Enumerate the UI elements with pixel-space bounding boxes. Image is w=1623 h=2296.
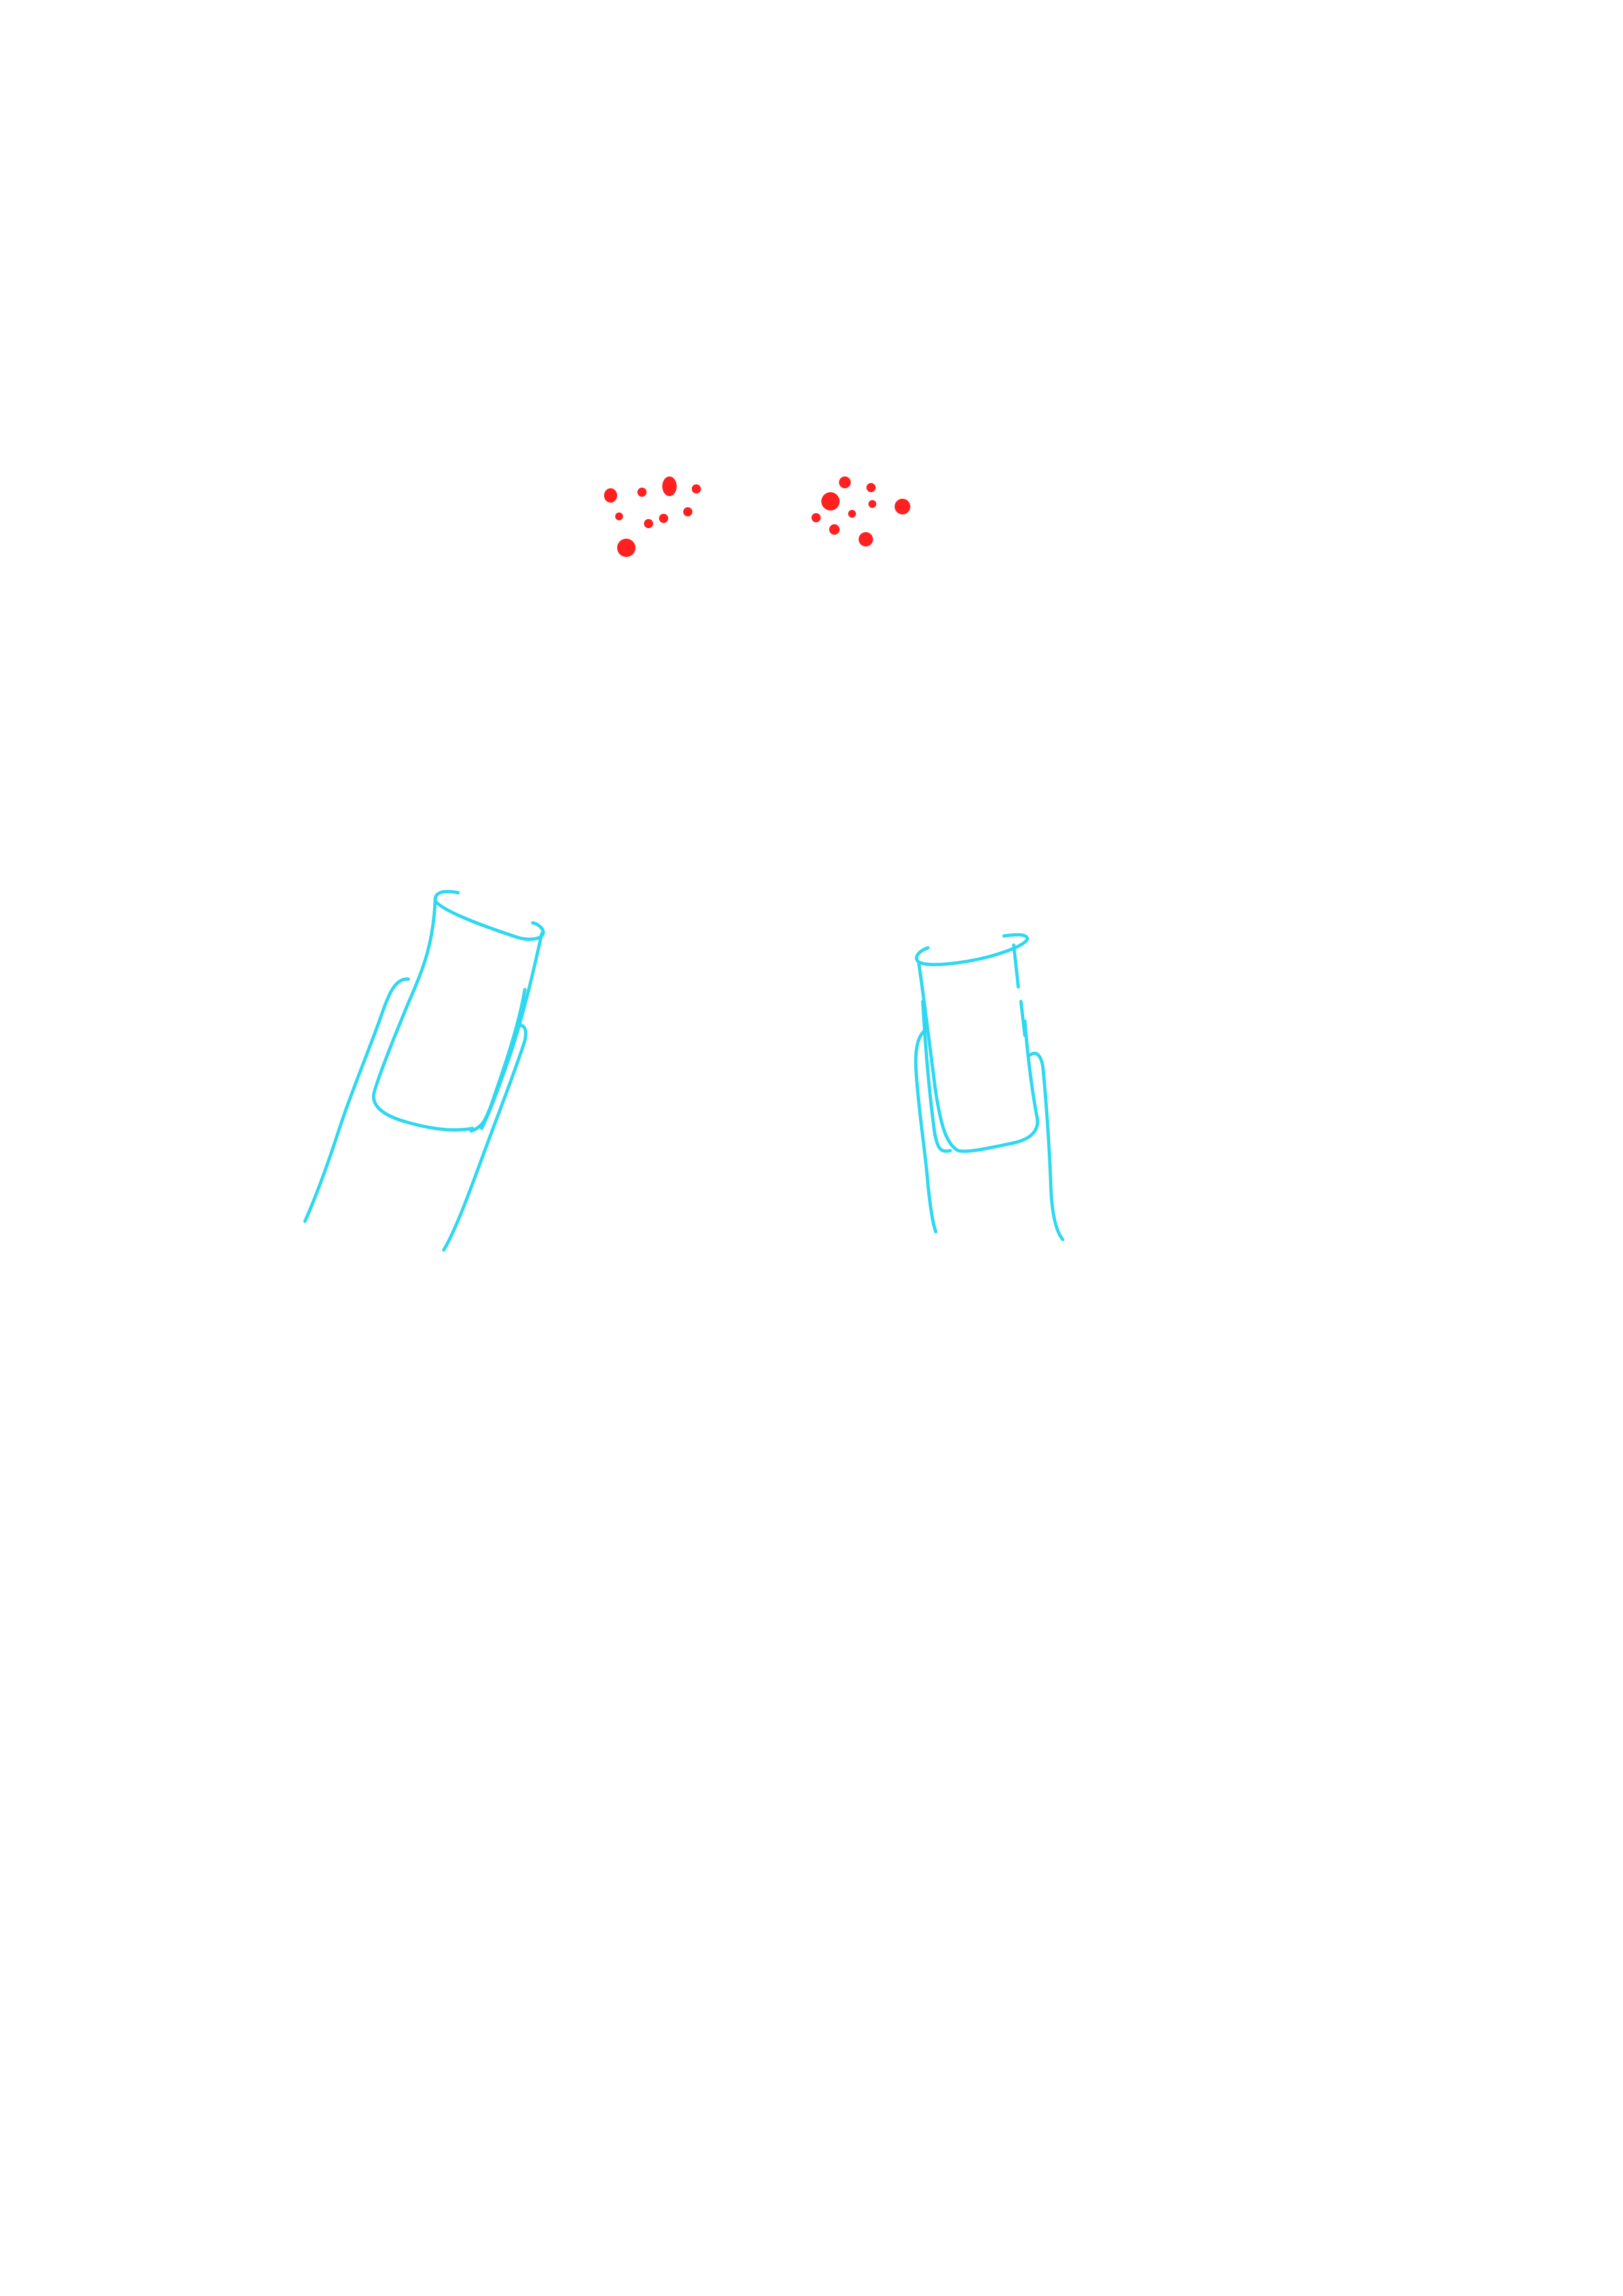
red-dot — [859, 532, 873, 547]
nail-top-rim — [433, 889, 545, 941]
nail-left-edge — [372, 899, 474, 1132]
finger-left-contour — [303, 977, 410, 1223]
red-dots-right — [812, 476, 910, 547]
finger-right-contour — [442, 1024, 527, 1252]
finger-right-contour — [1028, 1051, 1065, 1242]
nail-right-edge — [1012, 943, 1020, 989]
red-dot — [604, 488, 617, 503]
red-dot — [812, 513, 821, 522]
red-dot — [662, 476, 677, 496]
red-dot — [617, 539, 635, 557]
nail-right-edge — [480, 931, 544, 1130]
nail-side-ridge — [921, 999, 952, 1153]
red-dot — [615, 512, 623, 520]
red-dot — [839, 476, 851, 488]
red-dot — [895, 499, 910, 514]
red-dot — [821, 492, 840, 511]
nail-right-edge-lower — [1019, 999, 1027, 1037]
red-dot — [644, 519, 653, 528]
red-dot — [868, 500, 876, 508]
finger-sketch-right — [914, 933, 1065, 1242]
red-dots-left — [604, 476, 701, 557]
red-dot — [866, 483, 876, 492]
finger-sketch-left — [303, 889, 545, 1252]
finger-left-contour — [914, 1028, 938, 1234]
red-dot — [659, 514, 668, 523]
nail-side-ridge — [469, 988, 527, 1133]
red-dot — [637, 488, 647, 497]
red-dot — [692, 484, 701, 493]
nail-top-rim — [915, 933, 1029, 967]
red-dot — [683, 507, 692, 516]
nail-left-edge — [917, 961, 1039, 1153]
red-dot — [829, 524, 840, 535]
red-dot — [848, 510, 856, 518]
